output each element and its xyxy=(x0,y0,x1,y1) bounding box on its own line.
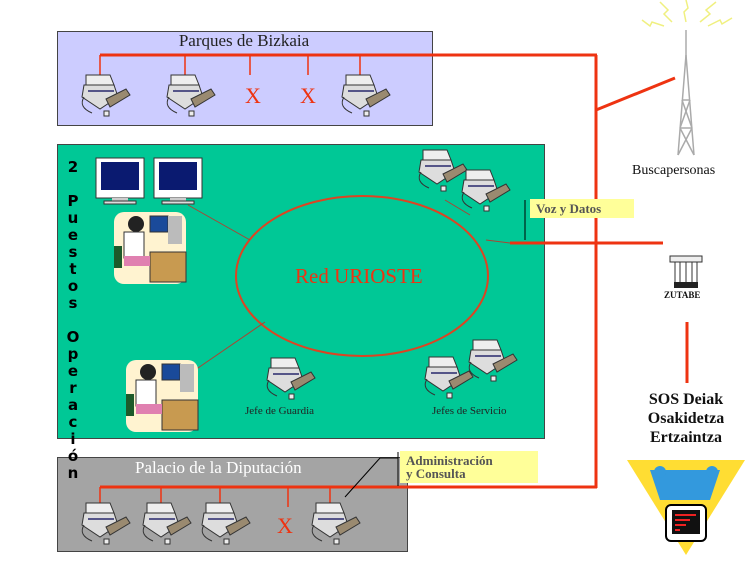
palacio-title: Palacio de la Diputación xyxy=(135,458,302,477)
terminal-icon xyxy=(424,356,474,399)
sos-line3: Ertzaintza xyxy=(650,429,722,446)
terminal-icon xyxy=(266,357,316,400)
terminal-icon xyxy=(142,502,192,545)
terminal-icon xyxy=(166,74,216,117)
terminal-icon xyxy=(461,169,511,212)
monitor-icon xyxy=(95,157,145,205)
admin-line1: Administración xyxy=(406,453,493,468)
antenna-tower-icon xyxy=(677,30,695,156)
palacio-box xyxy=(57,457,408,552)
sos-triangle-icon xyxy=(627,460,745,555)
terminal-icon xyxy=(468,339,518,382)
terminal-icon xyxy=(81,74,131,117)
x-mark-2: X xyxy=(300,83,316,108)
jefe-guardia-label: Jefe de Guardia xyxy=(245,405,315,417)
zutabe-label: ZUTABE xyxy=(664,290,701,300)
sos-label: SOS Deiak Osakidetza Ertzaintza xyxy=(626,390,746,447)
voz-datos-label: Voz y Datos xyxy=(530,199,634,218)
sos-line1: SOS Deiak xyxy=(648,391,724,408)
terminal-icon xyxy=(341,74,391,117)
red-urioste-ellipse xyxy=(235,195,489,357)
zutabe-column-icon xyxy=(669,255,703,288)
operator-icon xyxy=(126,360,199,432)
admin-label: Administración y Consulta xyxy=(400,451,538,483)
terminal-icon xyxy=(81,502,131,545)
sos-line2: Osakidetza xyxy=(647,410,725,427)
operator-icon xyxy=(114,212,187,284)
admin-line2: y Consulta xyxy=(406,466,466,481)
x-mark-1: X xyxy=(245,83,261,108)
parques-title: Parques de Bizkaia xyxy=(178,31,310,50)
x-mark-palacio: X xyxy=(277,513,293,538)
terminal-icon xyxy=(201,502,251,545)
red-urioste-label: Red URIOSTE xyxy=(295,264,423,288)
terminal-icon xyxy=(418,149,468,192)
jefes-servicio-label: Jefes de Servicio xyxy=(432,405,507,417)
terminal-icon xyxy=(311,502,361,545)
monitor-icon xyxy=(153,157,203,205)
buscapersonas-label: Buscapersonas xyxy=(632,163,716,178)
operators-label: 2 Puestos Operación xyxy=(64,158,82,481)
